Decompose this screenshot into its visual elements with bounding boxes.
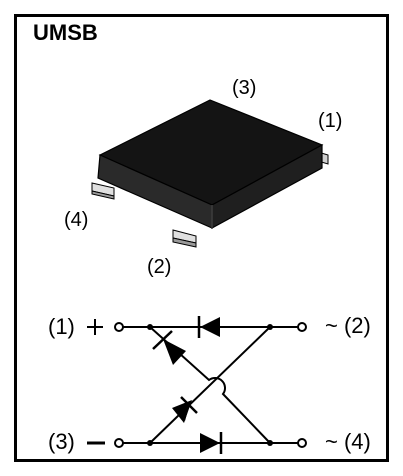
figure-frame bbox=[14, 14, 389, 462]
ac-output-bottom-label: ~ (4) bbox=[325, 431, 371, 453]
input-minus-label: (3) bbox=[48, 429, 75, 454]
terminal-4 bbox=[297, 438, 307, 448]
package-body bbox=[97, 99, 324, 230]
cross-wire-left bbox=[149, 326, 271, 444]
pin-label-2: (2) bbox=[147, 256, 172, 278]
pin-label-3: (3) bbox=[232, 77, 257, 99]
diode-bottom bbox=[200, 432, 223, 454]
junction-bottom-left bbox=[147, 440, 153, 446]
terminal-1 bbox=[114, 322, 124, 332]
diode-diagonal-lower bbox=[172, 396, 198, 423]
package-title: UMSB bbox=[33, 20, 98, 45]
lead-pin-2 bbox=[172, 229, 197, 248]
terminal-2 bbox=[297, 322, 307, 332]
ac-output-top-label: ~ (2) bbox=[325, 315, 371, 337]
junction-top-left bbox=[147, 324, 153, 330]
junction-bottom-right bbox=[267, 440, 273, 446]
cross-wire-right bbox=[149, 326, 271, 444]
ac-output-top-text: (2) bbox=[343, 313, 371, 338]
input-plus-label: (1) bbox=[48, 314, 75, 339]
lead-pin-4 bbox=[91, 182, 115, 200]
ac-symbol-top: ~ bbox=[325, 313, 338, 338]
pin-label-1: (1) bbox=[318, 110, 343, 132]
terminal-3 bbox=[114, 438, 124, 448]
ac-output-bottom-text: (4) bbox=[343, 429, 371, 454]
diode-top bbox=[197, 316, 220, 338]
diode-diagonal-upper bbox=[152, 330, 186, 365]
ac-symbol-bottom: ~ bbox=[325, 429, 338, 454]
junction-top-right bbox=[267, 324, 273, 330]
pin-label-4: (4) bbox=[64, 209, 89, 231]
